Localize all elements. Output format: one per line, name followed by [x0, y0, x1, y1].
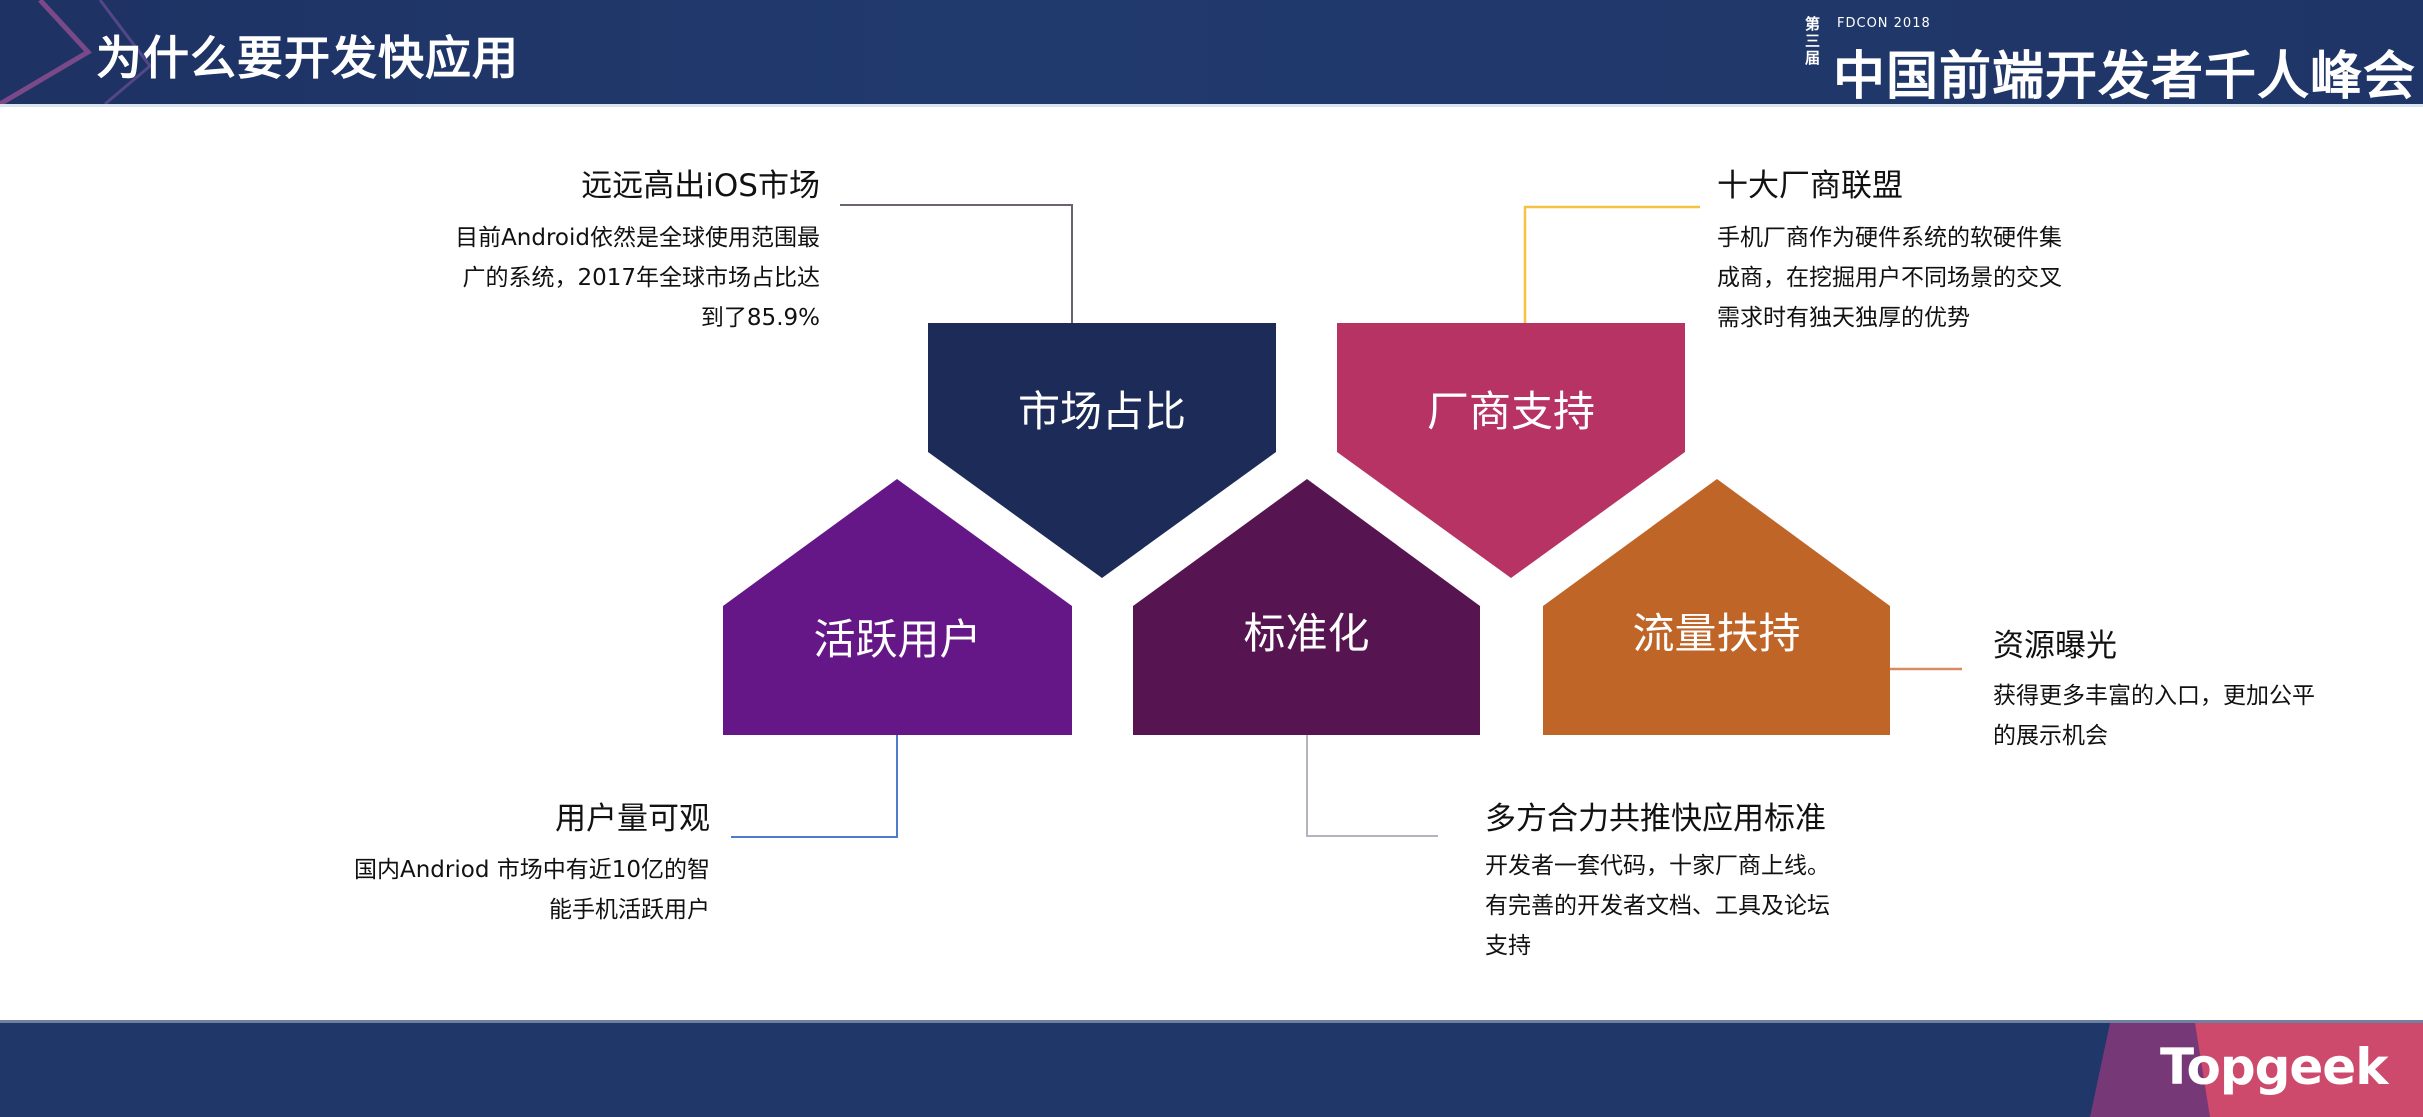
callout-body-traffic-support: 获得更多丰富的入口，更加公平 的展示机会 — [1993, 676, 2413, 756]
callout-title-standardization: 多方合力共推快应用标准 — [1485, 801, 1826, 837]
callout-body-active-users: 国内Andriod 市场中有近10亿的智 能手机活跃用户 — [300, 850, 710, 930]
shape-vendor-support — [1337, 323, 1685, 578]
callout-line: 手机厂商作为硬件系统的软硬件集 — [1717, 225, 2062, 251]
footer-pink-accent — [2195, 1023, 2423, 1117]
callout-line: 到了85.9% — [700, 305, 820, 331]
callout-line: 获得更多丰富的入口，更加公平 — [1993, 683, 2315, 709]
callout-line: 广的系统，2017年全球市场占比达 — [462, 265, 820, 291]
callout-title-market-share: 远远高出iOS市场 — [581, 168, 820, 204]
callout-line: 需求时有独天独厚的优势 — [1717, 305, 1970, 331]
topgeek-logo: Topgeek — [2160, 1038, 2388, 1096]
conference-edition: 第三届 — [1805, 15, 1821, 67]
callout-line: 的展示机会 — [1993, 723, 2108, 749]
callout-title-vendor-support: 十大厂商联盟 — [1717, 168, 1903, 204]
shape-label-market-share: 市场占比 — [1017, 387, 1186, 436]
connector-market-share — [840, 204, 1073, 323]
callout-line: 能手机活跃用户 — [549, 897, 710, 923]
shape-label-standardization: 标准化 — [1243, 609, 1370, 658]
callout-body-market-share: 目前Android依然是全球使用范围最 广的系统，2017年全球市场占比达 到了… — [380, 218, 820, 338]
shape-label-vendor-support: 厂商支持 — [1426, 387, 1595, 436]
connector-vendor-support — [1523, 205, 1700, 323]
shape-label-traffic-support: 流量扶持 — [1632, 609, 1801, 658]
callout-body-vendor-support: 手机厂商作为硬件系统的软硬件集 成商，在挖掘用户不同场景的交叉 需求时有独天独厚… — [1717, 218, 2137, 338]
callout-title-active-users: 用户量可观 — [555, 801, 710, 837]
conference-name: 中国前端开发者千人峰会 — [1833, 47, 2417, 107]
connector-standardization — [1306, 735, 1438, 837]
callout-title-traffic-support: 资源曝光 — [1993, 628, 2117, 664]
shape-traffic-support — [1543, 479, 1890, 735]
callout-line: 支持 — [1485, 933, 1531, 959]
callout-line: 目前Android依然是全球使用范围最 — [455, 225, 820, 251]
conference-subtitle: FDCON 2018 — [1837, 16, 1931, 31]
callout-body-standardization: 开发者一套代码，十家厂商上线。 有完善的开发者文档、工具及论坛 支持 — [1485, 846, 1885, 966]
header-banner: 为什么要开发快应用 第三届 FDCON 2018 中国前端开发者千人峰会 — [0, 0, 2423, 107]
shape-active-users — [723, 479, 1072, 735]
callout-line: 开发者一套代码，十家厂商上线。 — [1485, 853, 1830, 879]
callout-line: 国内Andriod 市场中有近10亿的智 — [353, 857, 710, 883]
callout-line: 有完善的开发者文档、工具及论坛 — [1485, 893, 1830, 919]
callout-line: 成商，在挖掘用户不同场景的交叉 — [1717, 265, 2062, 291]
shape-label-active-users: 活跃用户 — [813, 615, 982, 664]
shape-market-share — [928, 323, 1276, 578]
page-title: 为什么要开发快应用 — [96, 31, 519, 85]
connector-active-users — [731, 735, 898, 838]
footer-banner — [0, 1020, 2423, 1117]
header-divider — [0, 104, 2423, 107]
header-decoration-icon — [0, 0, 153, 105]
shape-standardization — [1133, 479, 1480, 735]
